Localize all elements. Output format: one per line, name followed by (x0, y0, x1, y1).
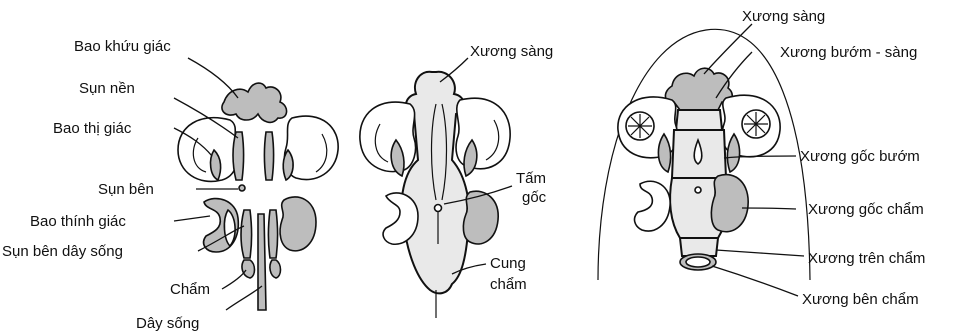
otic-capsule-right (280, 197, 316, 251)
optic-capsule-left (178, 118, 237, 182)
label-day-song: Dây sống (136, 315, 199, 332)
label-xuong-sang-2: Xương sàng (470, 43, 553, 60)
label-tam: Tấm (516, 170, 546, 187)
label-bao-thinh-giac: Bao thính giác (30, 213, 126, 230)
label-xuong-sang-3: Xương sàng (742, 8, 825, 25)
label-cham: Chẩm (170, 281, 210, 298)
notochord (258, 214, 266, 310)
label-sun-nen: Sụn nền (79, 80, 135, 97)
panel-2-chondrocranium (360, 72, 510, 318)
label-bao-thi-giac: Bao thị giác (53, 120, 132, 137)
labels-panel-3: Xương sàng Xương bướm - sàng Xương gốc b… (742, 8, 925, 308)
label-cham-2: chẩm (490, 276, 527, 293)
label-sun-ben: Sụn bên (98, 181, 154, 198)
label-cung: Cung (490, 255, 526, 272)
label-xuong-buom-sang: Xương bướm - sàng (780, 44, 917, 61)
labels-panel-1: Bao khứu giác Sụn nền Bao thị giác Sụn b… (2, 38, 210, 332)
label-xuong-goc-cham: Xương gốc chẩm (808, 201, 924, 218)
otic-right-3 (711, 175, 748, 232)
label-bao-khuu-giac: Bao khứu giác (74, 38, 171, 55)
panel-1-chondrocranium (178, 83, 338, 310)
trabecula-right (265, 132, 274, 180)
label-xuong-ben-cham: Xương bên chẩm (802, 291, 919, 308)
trabecula-left (233, 132, 244, 180)
label-goc: gốc (522, 189, 547, 206)
label-xuong-goc-buom: Xương gốc bướm (800, 148, 920, 165)
label-xuong-tren-cham: Xương trên chẩm (808, 250, 925, 267)
otic-left-3 (635, 181, 671, 231)
panel-3-ossified-skull (598, 29, 810, 280)
optic-capsule-left-2 (360, 102, 416, 171)
label-sun-ben-day-song: Sụn bên dây sống (2, 243, 123, 260)
olfactory-capsule (222, 83, 287, 122)
